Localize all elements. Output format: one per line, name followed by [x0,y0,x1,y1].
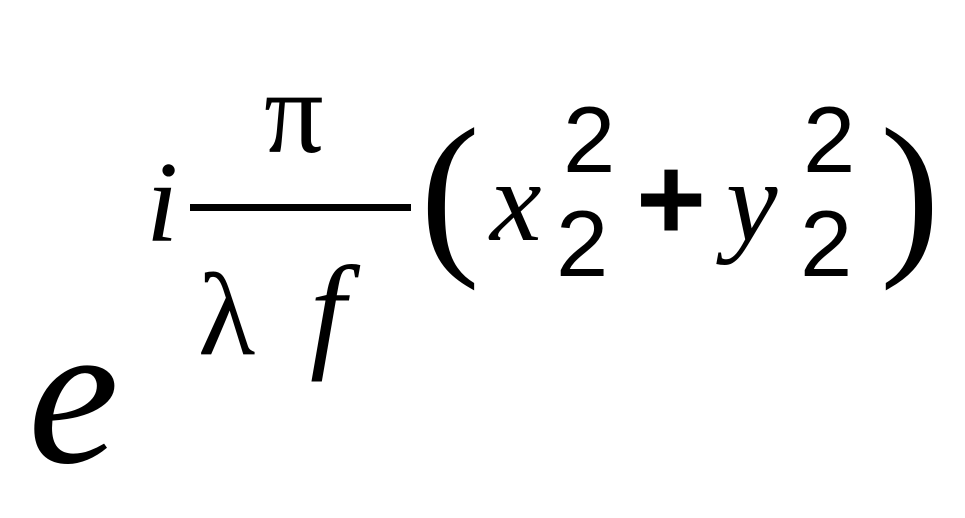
term2-variable-y: y [716,138,778,266]
open-paren: ( [420,92,480,291]
term2-superscript: 2 [803,87,855,192]
fraction-denominator-lambda: λ [198,249,255,380]
base-e: e [28,280,119,507]
close-paren: ) [880,92,940,291]
fraction-denominator-f: f [310,240,361,382]
exponent-coefficient-i: i [146,139,178,267]
fraction-numerator-pi: π [264,47,324,178]
fraction-bar [190,204,411,211]
term1-variable-x: x [488,138,542,266]
plus-sign: + [636,132,706,266]
term1-superscript: 2 [563,87,615,192]
term2-subscript: 2 [800,191,852,296]
term1-subscript: 2 [556,191,608,296]
